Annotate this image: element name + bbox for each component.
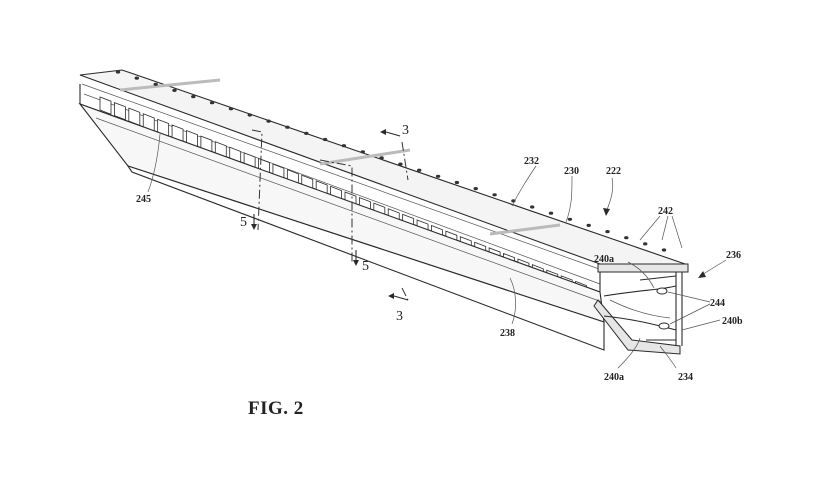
rivet-hole [417, 168, 422, 172]
rivet-hole [285, 125, 290, 129]
rivet-hole [134, 76, 139, 80]
ref-245: 245 [136, 194, 151, 205]
section-label-3-top: 3 [402, 123, 409, 138]
rivet-hole [624, 236, 629, 240]
section-line-5-right [319, 159, 359, 266]
ref-234: 234 [678, 372, 693, 383]
beam-end-section [593, 263, 689, 355]
rivet-hole [605, 230, 610, 234]
ref-242: 242 [658, 206, 673, 217]
rivet-hole [266, 119, 271, 123]
figure-caption: FIG. 2 [248, 398, 304, 419]
rivet-hole [209, 101, 215, 105]
rivet-hole [548, 211, 554, 215]
rivet-hole [643, 242, 648, 246]
rivet-hole [567, 217, 573, 221]
top-plate-shading [119, 78, 561, 236]
leader-lines [147, 133, 727, 369]
rivet-hole [115, 70, 121, 74]
rivet-hole [360, 150, 365, 154]
rivet-hole [228, 107, 234, 111]
rivet-hole [172, 88, 177, 92]
ref-244: 244 [710, 298, 725, 309]
rivet-hole [304, 131, 309, 135]
section-line-5-left [251, 129, 263, 231]
beam-lower-flange [78, 102, 605, 351]
rivet-hole [153, 82, 158, 86]
rivet-hole [473, 187, 478, 191]
section-label-5-left: 5 [240, 215, 247, 230]
ref-238: 238 [500, 328, 515, 339]
ref-240a-top: 240a [594, 254, 614, 265]
rivet-hole [379, 156, 384, 160]
rivet-hole [247, 113, 252, 117]
rivet-hole [530, 205, 535, 209]
rivet-hole [454, 180, 460, 185]
web-window [114, 102, 126, 121]
ref-240b: 240b [722, 316, 743, 327]
rivet-hole [435, 174, 441, 178]
ref-222: 222 [606, 166, 621, 177]
rivet-hole [586, 223, 591, 227]
rivet-hole [191, 95, 196, 99]
rivet-hole [341, 144, 347, 148]
ref-236: 236 [726, 250, 741, 261]
rivet-hole [492, 193, 497, 197]
ref-232: 232 [524, 156, 539, 167]
web-window [99, 96, 112, 115]
ref-230: 230 [564, 166, 579, 177]
rivet-hole [661, 248, 667, 252]
section-label-5-right: 5 [362, 259, 369, 274]
rivet-holes-242 [115, 70, 667, 252]
ref-240a-bottom: 240a [604, 372, 624, 383]
section-label-3-bottom: 3 [396, 309, 403, 324]
section-line-3 [380, 129, 409, 301]
rivet-hole [322, 137, 328, 142]
rivet-hole [398, 162, 403, 166]
